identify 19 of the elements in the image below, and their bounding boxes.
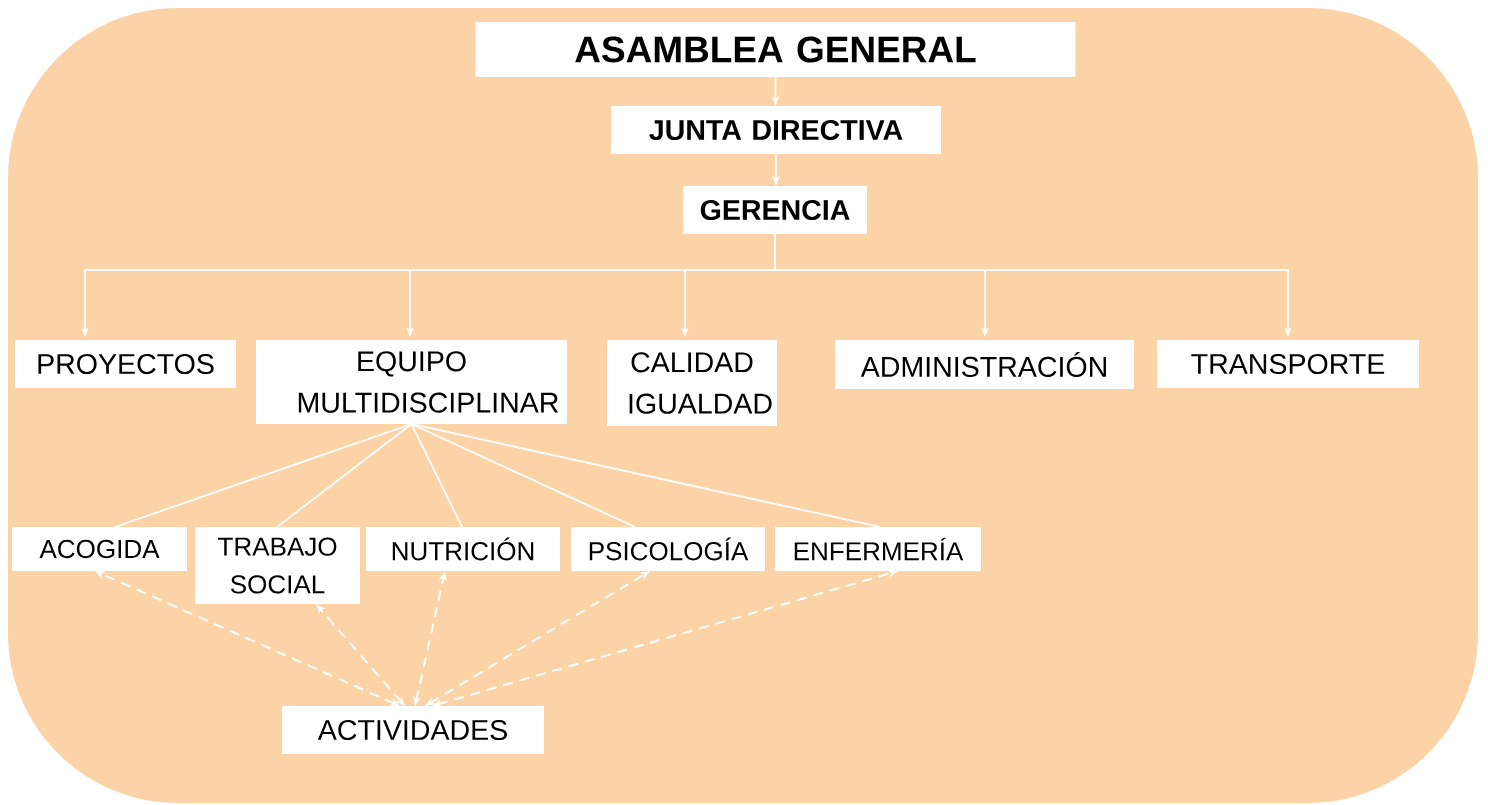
unit-box: TRANSPORTE [1157, 340, 1419, 388]
unit-box: ACOGIDA [12, 527, 187, 571]
connector-line [410, 423, 636, 528]
unit-box: ADMINISTRACIÓN [835, 340, 1134, 389]
unit-box: EQUIPO MULTIDISCIPLINAR [256, 340, 567, 424]
title-box: JUNTA DIRECTIVA [611, 106, 941, 154]
connector-line [410, 423, 463, 528]
title-box: ASAMBLEA GENERAL [475, 22, 1076, 77]
title-box: GERENCIA [683, 186, 867, 234]
unit-box: ACTIVIDADES [282, 706, 544, 754]
unit-box: TRABAJO SOCIAL [195, 527, 360, 604]
unit-box: CALIDAD IGUALDAD [607, 340, 777, 426]
unit-box: PSICOLOGÍA [571, 527, 765, 571]
unit-box: NUTRICIÓN [366, 527, 560, 571]
unit-box: ENFERMERÍA [775, 527, 981, 571]
connector-line [114, 423, 413, 528]
unit-box: PROYECTOS [15, 340, 236, 388]
connector-line [276, 423, 413, 528]
dashed-arrow [316, 604, 405, 706]
